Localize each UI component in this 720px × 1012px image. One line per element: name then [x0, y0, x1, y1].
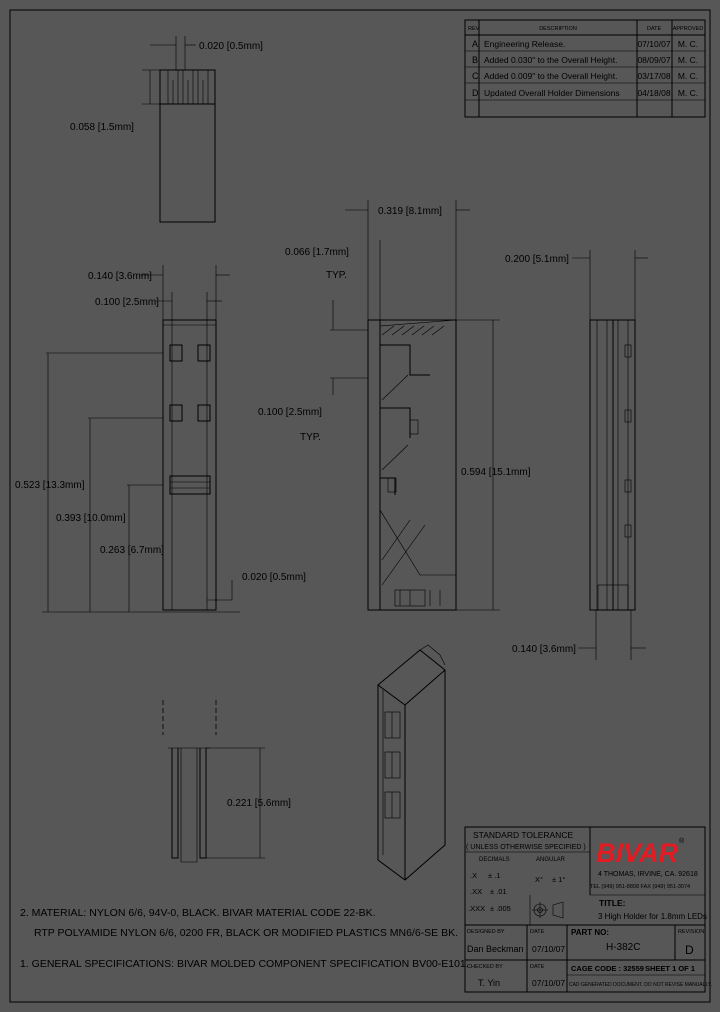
- dim-bottom-gap: 0.020 [0.5mm]: [242, 572, 306, 583]
- side-view: 0.319 [8.1mm] 0.066 [1.7mm] TYP. 0.100 […: [258, 200, 531, 611]
- rev-date: 03/17/08: [637, 71, 670, 81]
- rev-letter: D: [472, 88, 479, 98]
- tol-xx: .XX: [470, 887, 482, 896]
- dim-top-gap: 0.020 [0.5mm]: [199, 41, 263, 52]
- rev-approved: M. C.: [678, 39, 698, 49]
- logo-text: BIVAR: [596, 838, 679, 868]
- angular-label: ANGULAR: [536, 857, 566, 863]
- dim-height-393: 0.393 [10.0mm]: [56, 513, 126, 524]
- rev-date: 08/09/07: [637, 55, 670, 65]
- rev-letter: B: [472, 55, 478, 65]
- dim-side-pitch: 0.100 [2.5mm]: [258, 407, 322, 418]
- rev-description: Updated Overall Holder Dimensions: [484, 88, 620, 98]
- cage-code: CAGE CODE : 32559: [571, 964, 644, 973]
- dim-side-lip: 0.066 [1.7mm]: [285, 247, 349, 258]
- rev-description: Added 0.030" to the Overall Height.: [484, 55, 617, 65]
- rev-approved: M. C.: [678, 88, 698, 98]
- tol-xx-val: ± .01: [490, 887, 507, 896]
- dim-height-523: 0.523 [13.3mm]: [15, 480, 85, 491]
- dim-side-pitch-typ: TYP.: [300, 432, 321, 443]
- dim-top-height: 0.058 [1.5mm]: [70, 122, 134, 133]
- top-view: 0.020 [0.5mm] 0.058 [1.5mm]: [70, 36, 263, 223]
- note-2-line-2: RTP POLYAMIDE NYLON 6/6, 0200 FR, BLACK …: [34, 927, 458, 939]
- tol-xxx: .XXX: [468, 904, 485, 913]
- dim-height-263: 0.263 [6.7mm]: [100, 545, 164, 556]
- tolerance-title: STANDARD TOLERANCE: [473, 830, 573, 840]
- isometric-view: [377, 644, 446, 881]
- revision-value: D: [685, 943, 694, 957]
- company-phone: TEL (949) 951-8808 FAX (949) 951-3074: [590, 884, 690, 890]
- designed-by-label: DESIGNED BY: [467, 929, 505, 935]
- rev-approved: M. C.: [678, 71, 698, 81]
- rev-header: REV: [468, 26, 480, 32]
- computer-note: CAD GENERATED DOCUMENT. DO NOT REVISE MA…: [569, 982, 712, 988]
- title-label: TITLE:: [599, 898, 626, 908]
- title-value: 3 High Holder for 1.8mm LEDs: [598, 912, 707, 921]
- note-1: 1. GENERAL SPECIFICATIONS: BIVAR MOLDED …: [20, 958, 469, 970]
- rev-date: 07/10/07: [637, 39, 670, 49]
- projection-symbol-icon: [532, 901, 564, 919]
- rev-letter: C: [472, 71, 479, 81]
- rev-description: Added 0.009" to the Overall Height.: [484, 71, 617, 81]
- checked-date: 07/10/07: [532, 978, 565, 988]
- notes: 2. MATERIAL: NYLON 6/6, 94V-0, BLACK. BI…: [20, 907, 469, 970]
- rev-approved: M. C.: [678, 55, 698, 65]
- rev-letter: A: [472, 39, 478, 49]
- designed-date: 07/10/07: [532, 944, 565, 954]
- dim-side-lip-typ: TYP.: [326, 270, 347, 281]
- dim-front-width: 0.140 [3.6mm]: [88, 271, 152, 282]
- note-2-line-1: 2. MATERIAL: NYLON 6/6, 94V-0, BLACK. BI…: [20, 907, 376, 919]
- designed-by: Dan Beckman: [467, 944, 524, 954]
- dim-pin-length: 0.221 [5.6mm]: [227, 798, 291, 809]
- logo-reg: ®: [679, 837, 685, 845]
- revision-table: REV DESCRIPTION DATE APPROVED A Engineer…: [464, 19, 706, 118]
- checked-by-label: CHECKED BY: [467, 964, 503, 970]
- tol-xxx-val: ± .005: [490, 904, 511, 913]
- approved-header: APPROVED: [673, 26, 704, 32]
- dim-side-height: 0.594 [15.1mm]: [461, 467, 531, 478]
- tol-ang-val: ± 1°: [552, 875, 565, 884]
- right-view: 0.200 [5.1mm] 0.140 [3.6mm]: [505, 250, 648, 660]
- company-address: 4 THOMAS, IRVINE, CA. 92618: [598, 871, 698, 878]
- checked-by: T. Yin: [478, 978, 500, 988]
- checked-date-label: DATE: [530, 964, 545, 970]
- rev-date: 04/18/08: [637, 88, 670, 98]
- tolerance-sub: ( UNLESS OTHERWISE SPECIFIED ): [466, 844, 586, 851]
- revision-label: REVISION: [678, 929, 704, 935]
- part-no-label: PART NO:: [571, 928, 609, 937]
- pin-view: 0.221 [5.6mm]: [162, 700, 291, 863]
- sheet-border: [9, 9, 711, 1003]
- title-block: STANDARD TOLERANCE ( UNLESS OTHERWISE SP…: [464, 826, 712, 993]
- bivar-logo: BIVAR ®: [596, 837, 685, 868]
- part-no: H-382C: [606, 942, 640, 953]
- dim-side-depth: 0.319 [8.1mm]: [378, 206, 442, 217]
- tol-x: .X: [470, 871, 477, 880]
- dim-right-bottom: 0.140 [3.6mm]: [512, 644, 576, 655]
- decimals-label: DECIMALS: [479, 857, 510, 863]
- description-header: DESCRIPTION: [539, 26, 577, 32]
- tol-x-val: ± .1: [488, 871, 500, 880]
- dim-front-pitch: 0.100 [2.5mm]: [95, 297, 159, 308]
- rev-description: Engineering Release.: [484, 39, 565, 49]
- front-view: 0.140 [3.6mm] 0.100 [2.5mm] 0.523 [13.3m…: [15, 265, 306, 613]
- tol-ang: X°: [535, 875, 543, 884]
- designed-date-label: DATE: [530, 929, 545, 935]
- dim-right-width: 0.200 [5.1mm]: [505, 254, 569, 265]
- date-header: DATE: [647, 26, 662, 32]
- sheet-number: SHEET 1 OF 1: [645, 964, 695, 973]
